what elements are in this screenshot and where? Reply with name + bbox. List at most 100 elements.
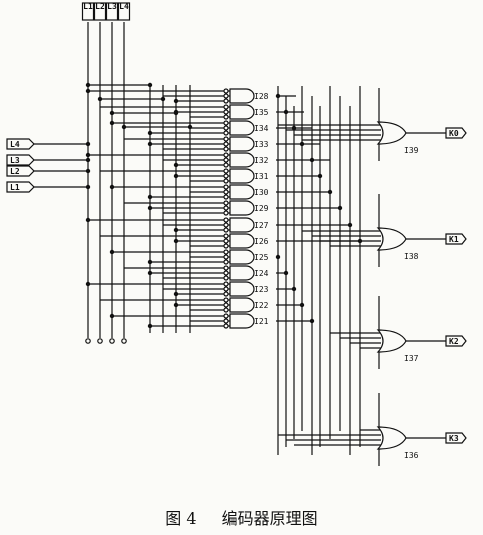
- junction-dot: [121, 124, 127, 130]
- junction-dot: [173, 238, 179, 244]
- and-gate-label: I34: [254, 124, 269, 133]
- and-gate: [229, 281, 255, 297]
- junction-dot: [357, 238, 363, 244]
- bus-terminal: [109, 338, 115, 344]
- junction-dot: [109, 249, 115, 255]
- inverter-bubble: [223, 109, 229, 115]
- top-connector-label-l1: L1: [83, 2, 93, 11]
- inverter-bubble: [223, 189, 229, 195]
- output-port-label-k2: K2: [449, 337, 459, 346]
- and-gate: [229, 184, 255, 200]
- inverter-bubble: [223, 205, 229, 211]
- junction-dot: [337, 205, 343, 211]
- top-connector-label-l4: L4: [119, 2, 129, 11]
- inverter-bubble: [223, 178, 229, 184]
- input-port-label-l2: L2: [10, 167, 20, 176]
- inverter-bubble: [223, 270, 229, 276]
- input-port-l4: [6, 138, 35, 150]
- junction-dot: [147, 270, 153, 276]
- junction-dot: [173, 302, 179, 308]
- and-gate-label: I33: [254, 140, 269, 149]
- junction-dot: [299, 302, 305, 308]
- or-gate-label: I36: [404, 451, 419, 460]
- inverter-bubble: [223, 146, 229, 152]
- inverter-bubble: [223, 302, 229, 308]
- and-gate-label: I21: [254, 317, 269, 326]
- and-gate-label: I25: [254, 253, 269, 262]
- and-gate-label: I30: [254, 188, 269, 197]
- inverter-bubble: [223, 141, 229, 147]
- junction-dot: [147, 205, 153, 211]
- inverter-bubble: [223, 275, 229, 281]
- junction-dot: [173, 173, 179, 179]
- top-connector-l3: [105, 2, 119, 21]
- inverter-bubble: [223, 136, 229, 142]
- and-gate-label: I23: [254, 285, 269, 294]
- inverter-bubble: [223, 281, 229, 287]
- inverter-bubble: [223, 88, 229, 94]
- and-gate-label: I24: [254, 269, 269, 278]
- junction-dot: [309, 318, 315, 324]
- output-port-k1: [445, 233, 467, 245]
- junction-dot: [147, 194, 153, 200]
- inverter-bubble: [223, 93, 229, 99]
- input-port-l1: [6, 181, 35, 193]
- junction-dot: [173, 110, 179, 116]
- junction-dot: [147, 82, 153, 88]
- junction-dot: [299, 141, 305, 147]
- inverter-bubble: [223, 254, 229, 260]
- junction-dot: [85, 82, 91, 88]
- inverter-bubble: [223, 194, 229, 200]
- top-connector-l4: [117, 2, 131, 21]
- and-gate: [229, 297, 255, 313]
- junction-dot: [147, 259, 153, 265]
- inverter-bubble: [223, 173, 229, 179]
- input-port-l2: [6, 165, 35, 177]
- input-port-label-l4: L4: [10, 140, 20, 149]
- junction-dot: [85, 168, 91, 174]
- input-port-label-l1: L1: [10, 183, 20, 192]
- junction-dot: [85, 281, 91, 287]
- junction-dot: [147, 323, 153, 329]
- inverter-bubble: [223, 114, 229, 120]
- and-gate: [229, 104, 255, 120]
- junction-dot: [147, 130, 153, 136]
- junction-dot: [309, 157, 315, 163]
- or-gate-label: I38: [404, 252, 419, 261]
- junction-dot: [291, 125, 297, 131]
- inverter-bubble: [223, 265, 229, 271]
- junction-dot: [85, 141, 91, 147]
- inverter-bubble: [223, 222, 229, 228]
- and-gate: [229, 217, 255, 233]
- and-gate-label: I32: [254, 156, 269, 165]
- figure-title: 编码器原理图: [221, 509, 318, 528]
- junction-dot: [173, 162, 179, 168]
- or-gate-label: I39: [404, 146, 419, 155]
- junction-dot: [275, 93, 281, 99]
- inverter-bubble: [223, 104, 229, 110]
- output-port-label-k3: K3: [449, 434, 459, 443]
- top-connector-label-l2: L2: [95, 2, 105, 11]
- input-port-label-l3: L3: [10, 156, 20, 165]
- or-gate: [376, 426, 407, 450]
- junction-dot: [187, 124, 193, 130]
- bus-terminal: [121, 338, 127, 344]
- inverter-bubble: [223, 162, 229, 168]
- junction-dot: [347, 222, 353, 228]
- and-gate-label: I35: [254, 108, 269, 117]
- and-gate-label: I22: [254, 301, 269, 310]
- and-gate: [229, 249, 255, 265]
- inverter-bubble: [223, 259, 229, 265]
- input-port-l3: [6, 154, 35, 166]
- junction-dot: [327, 189, 333, 195]
- inverter-bubble: [223, 217, 229, 223]
- and-gate: [229, 313, 255, 329]
- and-gate-label: I26: [254, 237, 269, 246]
- output-port-k2: [445, 335, 467, 347]
- junction-dot: [97, 96, 103, 102]
- top-connector-l1: [81, 2, 95, 21]
- inverter-bubble: [223, 249, 229, 255]
- inverter-bubble: [223, 125, 229, 131]
- junction-dot: [109, 184, 115, 190]
- and-gate-label: I27: [254, 221, 269, 230]
